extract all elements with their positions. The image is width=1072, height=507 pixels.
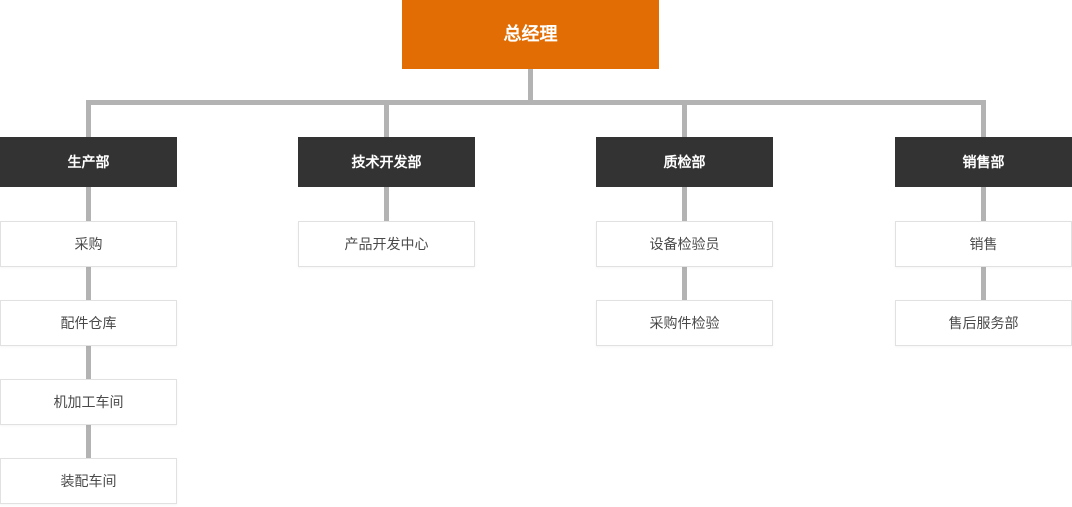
connector-line bbox=[86, 187, 91, 221]
connector-line bbox=[86, 100, 986, 105]
child-node-label: 采购 bbox=[74, 235, 103, 252]
dept-node[interactable]: 销售部 bbox=[895, 137, 1072, 187]
connector-line bbox=[528, 69, 533, 105]
connector-line bbox=[86, 425, 91, 458]
child-node-label: 采购件检验 bbox=[649, 314, 720, 331]
connector-line bbox=[682, 187, 687, 221]
child-node[interactable]: 销售 bbox=[895, 221, 1072, 267]
dept-node-label: 销售部 bbox=[962, 153, 1005, 170]
connector-line bbox=[981, 100, 986, 137]
child-node[interactable]: 装配车间 bbox=[0, 458, 177, 504]
root-node[interactable]: 总经理 bbox=[402, 0, 659, 69]
dept-node[interactable]: 质检部 bbox=[596, 137, 773, 187]
child-node-label: 机加工车间 bbox=[53, 393, 124, 410]
child-node-label: 配件仓库 bbox=[60, 314, 117, 331]
child-node-label: 销售 bbox=[969, 235, 998, 252]
child-node[interactable]: 设备检验员 bbox=[596, 221, 773, 267]
dept-node-label: 技术开发部 bbox=[351, 153, 422, 170]
child-node[interactable]: 售后服务部 bbox=[895, 300, 1072, 346]
child-node-label: 售后服务部 bbox=[948, 314, 1019, 331]
child-node[interactable]: 机加工车间 bbox=[0, 379, 177, 425]
connector-line bbox=[682, 267, 687, 300]
child-node[interactable]: 产品开发中心 bbox=[298, 221, 475, 267]
dept-node-label: 质检部 bbox=[663, 153, 706, 170]
connector-line bbox=[981, 187, 986, 221]
dept-node-label: 生产部 bbox=[67, 153, 110, 170]
child-node[interactable]: 配件仓库 bbox=[0, 300, 177, 346]
connector-line bbox=[384, 187, 389, 221]
child-node-label: 装配车间 bbox=[60, 472, 117, 489]
child-node[interactable]: 采购件检验 bbox=[596, 300, 773, 346]
dept-node[interactable]: 技术开发部 bbox=[298, 137, 475, 187]
child-node-label: 设备检验员 bbox=[649, 235, 720, 252]
connector-line bbox=[384, 100, 389, 137]
connector-line bbox=[86, 346, 91, 379]
child-node[interactable]: 采购 bbox=[0, 221, 177, 267]
dept-node[interactable]: 生产部 bbox=[0, 137, 177, 187]
root-node-label: 总经理 bbox=[503, 23, 558, 44]
connector-line bbox=[86, 267, 91, 300]
connector-line bbox=[981, 267, 986, 300]
child-node-label: 产品开发中心 bbox=[344, 235, 429, 252]
connector-line bbox=[86, 100, 91, 137]
connector-line bbox=[682, 100, 687, 137]
